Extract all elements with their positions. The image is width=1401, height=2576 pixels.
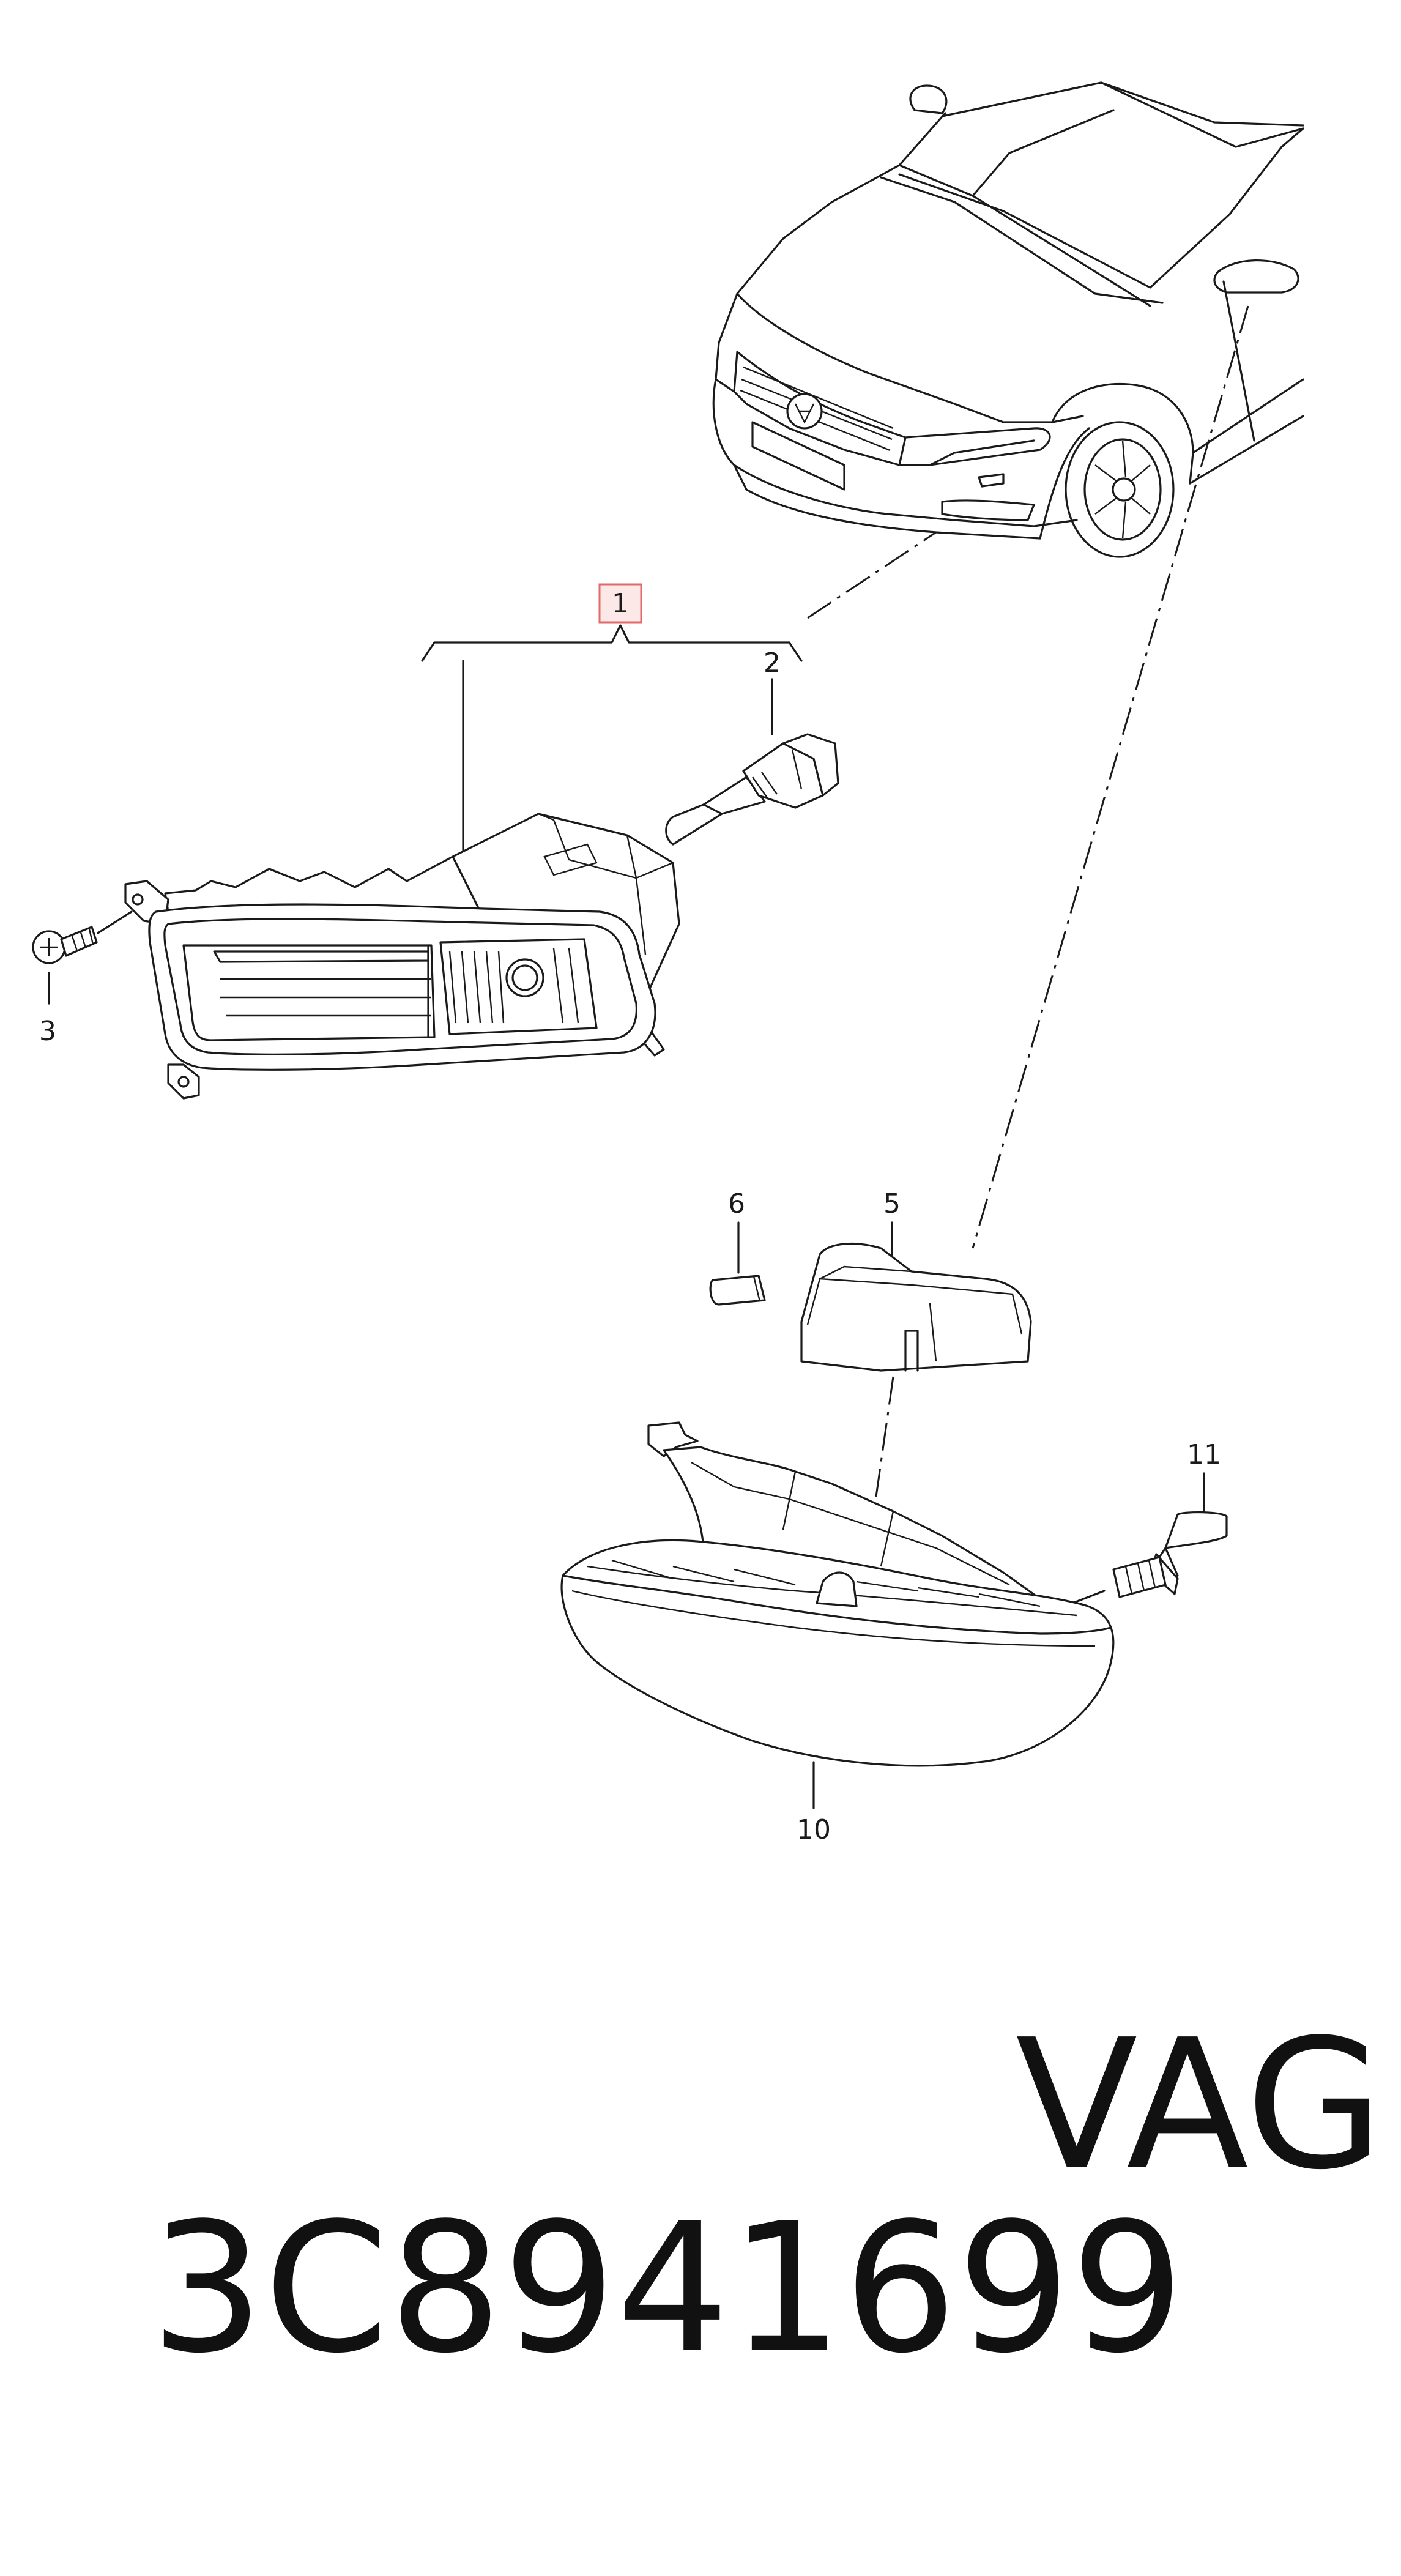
bolt-part-11: 11 — [1063, 1439, 1228, 1607]
leader-line-mirror — [972, 305, 1249, 1249]
parts-diagram: 1 2 3 — [32, 81, 1304, 1845]
socket-cover-part-5: 5 — [800, 1188, 1032, 1372]
leader-line-bulb-socket — [861, 1376, 894, 1591]
callout-label-10: 10 — [797, 1814, 831, 1845]
bulb-part-2: 2 — [665, 647, 839, 846]
part-number: 3C8941699 — [150, 2184, 1184, 2392]
callout-label-6: 6 — [728, 1188, 745, 1219]
callout-label-11: 11 — [1187, 1439, 1221, 1470]
screw-part-3: 3 — [32, 910, 133, 1047]
fog-light-assembly-part-1 — [124, 813, 680, 1100]
callout-1: 1 — [598, 583, 642, 624]
assembly-bracket — [421, 624, 803, 662]
callout-label-2: 2 — [764, 647, 781, 679]
vendor-name: VAG — [1016, 2001, 1384, 2209]
mirror-cover-part-10 — [560, 1421, 1115, 1767]
bulb-part-6: 6 — [709, 1188, 766, 1306]
car-illustration — [712, 81, 1304, 558]
callout-label-1: 1 — [612, 588, 629, 619]
callout-label-3: 3 — [39, 1016, 56, 1047]
callout-label-5: 5 — [883, 1188, 901, 1219]
leader-line-fog-assembly — [807, 531, 937, 619]
footer-caption: 3C8941699 VAG — [37, 2013, 1384, 2380]
